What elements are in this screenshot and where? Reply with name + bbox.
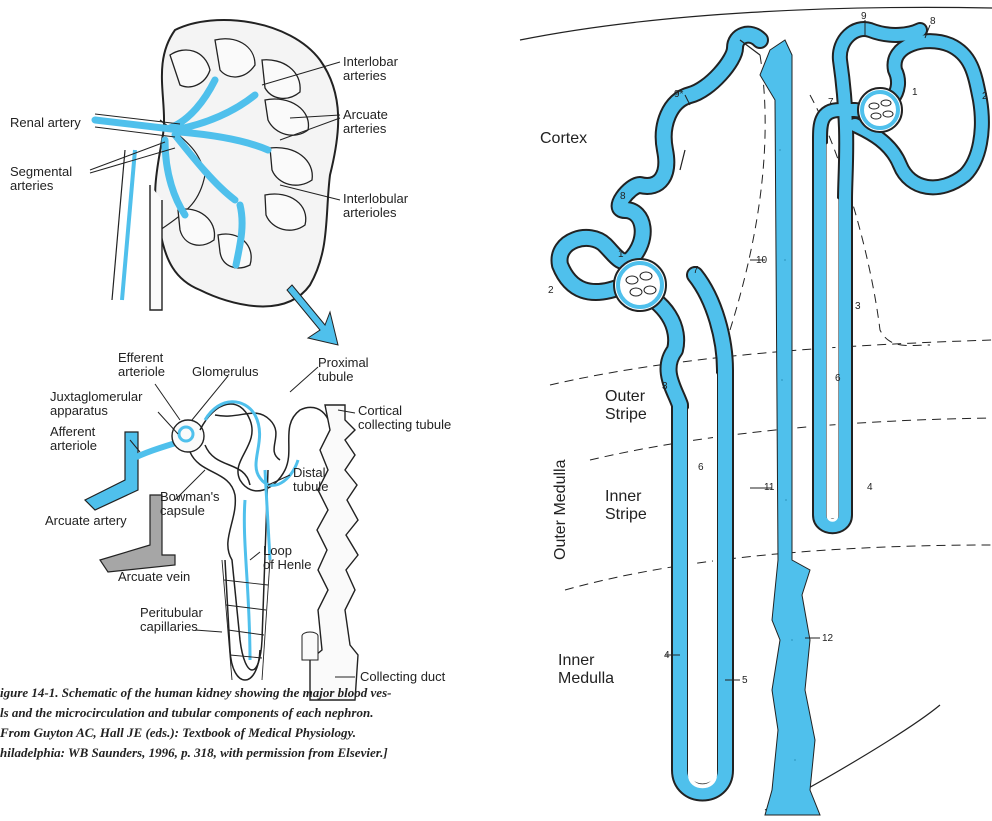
num-1-right: 1 (912, 88, 918, 98)
zoom-arrow (287, 285, 338, 345)
zone-cortex: Cortex (540, 130, 587, 148)
num-2-right: 2 (982, 92, 988, 102)
glomerulus (172, 420, 204, 452)
num-11: 11 (764, 483, 774, 493)
glomerulus-right (858, 88, 902, 132)
num-3-left: 3 (662, 382, 668, 392)
num-4-right: 4 (867, 483, 873, 493)
num-12: 12 (822, 634, 833, 644)
num-9-top: 9 (861, 12, 867, 22)
num-6-left: 6 (698, 463, 704, 473)
cortex-medulla-boundary (550, 340, 992, 385)
zone-outer-medulla: Outer Medulla (552, 460, 570, 561)
label-glomerulus: Glomerulus (192, 365, 258, 379)
figure-caption: igure 14-1. Schematic of the human kidne… (0, 683, 505, 763)
collecting-duct-center (760, 40, 820, 815)
num-7-left: 7 (693, 266, 699, 276)
label-renal-artery: Renal artery (10, 116, 81, 130)
num-8-top: 8 (930, 17, 936, 27)
nephron-diagram (510, 0, 992, 821)
num-1-left: 1 (618, 250, 624, 260)
label-collecting-duct: Collecting duct (360, 670, 445, 684)
num-3-right: 3 (855, 302, 861, 312)
num-10: 10 (756, 256, 767, 266)
num-4-left: 4 (664, 651, 670, 661)
label-arcuate-vein: Arcuate vein (118, 570, 190, 584)
num-9-star: 9* (674, 90, 683, 100)
num-7-right: 7 (828, 98, 834, 108)
label-arcuate-artery: Arcuate artery (45, 514, 127, 528)
num-2-left: 2 (548, 286, 554, 296)
num-8-left: 8 (620, 192, 626, 202)
glomerulus-left (614, 259, 666, 311)
num-6-right: 6 (835, 374, 841, 384)
num-5: 5 (742, 676, 748, 686)
